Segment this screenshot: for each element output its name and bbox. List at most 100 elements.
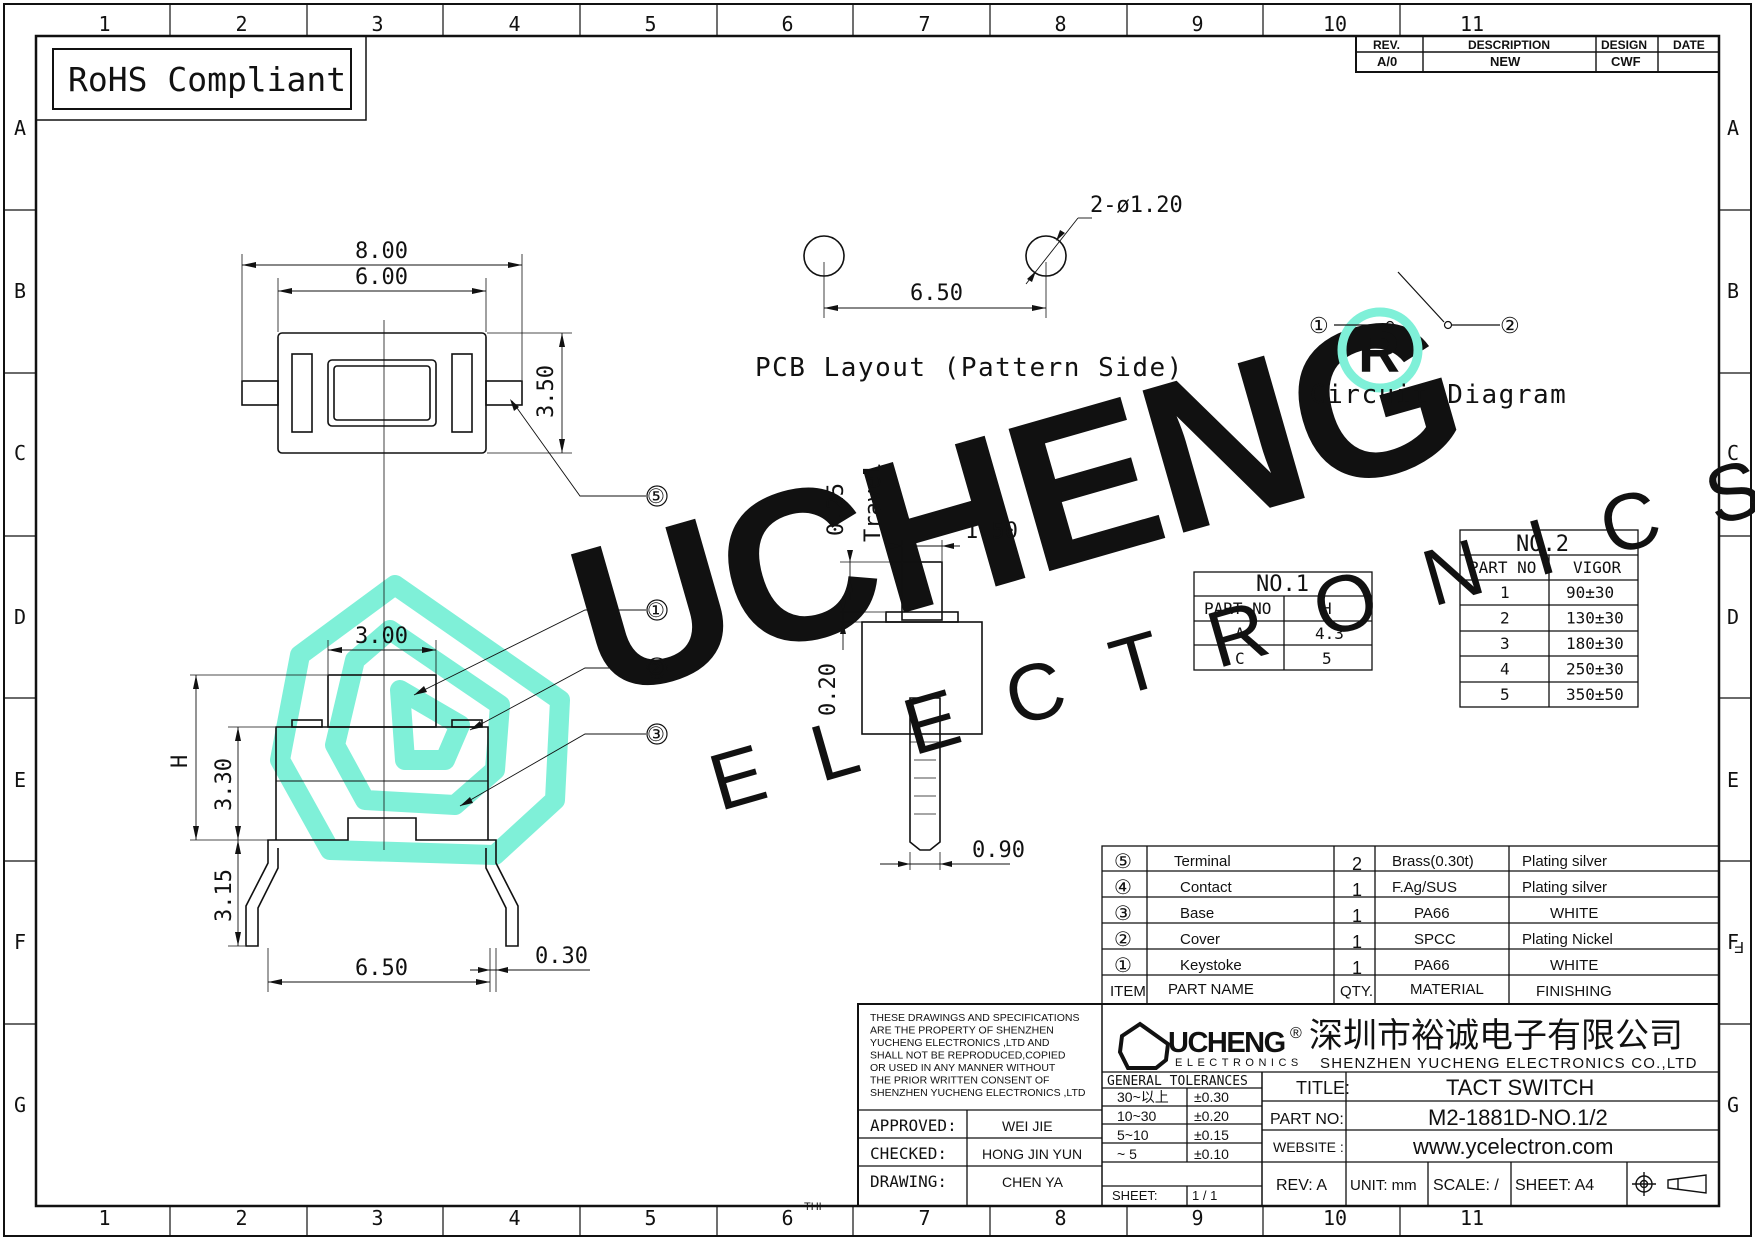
rev-header-desc: DESCRIPTION (1468, 38, 1550, 52)
frame-row-left-G: G (14, 1093, 26, 1117)
frame-row-right-D: D (1727, 605, 1739, 629)
frame-col-top-9: 9 (1192, 12, 1204, 36)
no2-header-part: PART NO (1469, 558, 1536, 577)
watermark-logo-outer (270, 575, 570, 865)
frame-col-bottom-6: 6 (782, 1206, 794, 1230)
title-block (857, 1003, 1720, 1207)
svg-text:①: ① (647, 598, 665, 622)
bom-row-part-name: Cover (1180, 931, 1220, 948)
bom-row-qty: 1 (1352, 932, 1362, 952)
tolerance-range: ~ 5 (1117, 1146, 1137, 1162)
frame-col-top-3: 3 (372, 12, 384, 36)
frame-col-top-10: 10 (1323, 12, 1347, 36)
dim-pitch: 6.50 (355, 956, 408, 981)
svg-text:②: ② (647, 656, 665, 680)
tolerance-range: 30~以上 (1117, 1089, 1169, 1105)
top-view (241, 254, 646, 850)
bom-header-qty: QTY. (1340, 983, 1373, 1000)
frame-row-right-G: G (1727, 1093, 1739, 1117)
frame-row-left-E: E (14, 768, 26, 792)
part-no-label: PART NO: (1270, 1111, 1344, 1128)
bom-row-item: ④ (1114, 875, 1132, 899)
company-name-en: SHENZHEN YUCHENG ELECTRONICS CO.,LTD (1320, 1055, 1698, 1072)
bom-row-item: ① (1114, 953, 1132, 977)
no1-row-a-h: 4.3 (1315, 624, 1344, 643)
logo-main: UCHENG (1168, 1027, 1285, 1059)
no2-row-part: 1 (1500, 583, 1510, 602)
tolerance-range: 5~10 (1117, 1127, 1149, 1143)
tolerance-value: ±0.10 (1194, 1146, 1229, 1162)
callout-2: ② (646, 656, 668, 680)
title-label: TITLE: (1296, 1078, 1350, 1098)
rev-header-rev: REV. (1373, 38, 1400, 52)
watermark (270, 575, 570, 865)
rev-field: REV: A (1276, 1177, 1327, 1194)
bom-row-qty: 1 (1352, 906, 1362, 926)
watermark-registered: R (1337, 307, 1423, 393)
no2-row-vigor: 180±30 (1566, 634, 1624, 653)
revision-text: REV. DESCRIPTION DESIGN DATE A/0 NEW CWF (1373, 38, 1705, 69)
svg-text:R: R (1358, 320, 1400, 385)
frame-row-left-F: F (14, 930, 26, 954)
sheet-size-field: SHEET: A4 (1515, 1177, 1594, 1194)
no1-header-part: PART NO (1204, 599, 1271, 618)
frame-row-left-D: D (14, 605, 26, 629)
frame-col-top-8: 8 (1055, 12, 1067, 36)
tolerance-value: ±0.20 (1194, 1108, 1229, 1124)
scale-field: SCALE: / (1433, 1177, 1499, 1194)
tolerance-title: GENERAL TOLERANCES (1107, 1074, 1248, 1089)
no2-row-vigor: 130±30 (1566, 609, 1624, 628)
callout-1: ① (646, 598, 668, 622)
bom-row-qty: 1 (1352, 958, 1362, 978)
frame-col-bottom-2: 2 (236, 1206, 248, 1230)
rohs-label: RoHS Compliant (68, 60, 346, 99)
projection-symbol-icon (1632, 1172, 1707, 1196)
notice-line: ARE THE PROPERTY OF SHENZHEN (870, 1025, 1054, 1037)
bom-row-qty: 2 (1352, 854, 1362, 874)
circuit-diagram (1334, 271, 1500, 330)
watermark-logo-inner (390, 680, 470, 770)
no2-row-part: 2 (1500, 609, 1510, 628)
circuit-pin-2: ② (1500, 314, 1520, 339)
callout-5: ⑤ (646, 484, 668, 508)
no1-table (1193, 571, 1373, 671)
frame-col-bottom-7: 7 (919, 1206, 931, 1230)
no2-table (1459, 529, 1639, 708)
no1-title: NO.1 (1256, 572, 1309, 597)
tolerance-range: 10~30 (1117, 1108, 1157, 1124)
pcb-hole-dim: 2-ø1.20 (1090, 193, 1183, 218)
bom-row-part-name: Base (1180, 905, 1214, 922)
dim-body-h: 3.30 (212, 758, 237, 811)
dim-plunger: 3.00 (355, 624, 408, 649)
dim-leg-h: 3.15 (212, 869, 237, 922)
frame-row-right-F: F (1727, 930, 1739, 954)
bom-row-material: F.Ag/SUS (1392, 879, 1457, 896)
frame-col-top-1: 1 (99, 12, 111, 36)
website-value: www.ycelectron.com (1412, 1134, 1614, 1159)
frame-col-bottom-10: 10 (1323, 1206, 1347, 1230)
bom-row-item: ② (1114, 927, 1132, 951)
watermark-logo-mid (325, 620, 510, 815)
no1-header-h: H (1322, 599, 1332, 618)
frame-row-left-B: B (14, 279, 26, 303)
watermark-text: UCHENG ELECTRONICS (546, 262, 1755, 827)
bom-row-part-name: Keystoke (1180, 957, 1242, 974)
circuit-title: Circuit Diagram (1310, 380, 1567, 410)
title-value: TACT SWITCH (1446, 1075, 1594, 1100)
bom-row-material: PA66 (1414, 957, 1450, 974)
no2-row-vigor: 90±30 (1566, 583, 1614, 602)
notice-line: THE PRIOR WRITTEN CONSENT OF (870, 1075, 1049, 1087)
no2-row-part: 3 (1500, 634, 1510, 653)
signature-label: DRAWING: (870, 1172, 947, 1191)
dim-pin-width: 0.90 (972, 838, 1025, 863)
frame-col-bottom-9: 9 (1192, 1206, 1204, 1230)
no1-row-a-part: A (1235, 624, 1245, 643)
dim-gap: 0.20 (816, 663, 841, 716)
